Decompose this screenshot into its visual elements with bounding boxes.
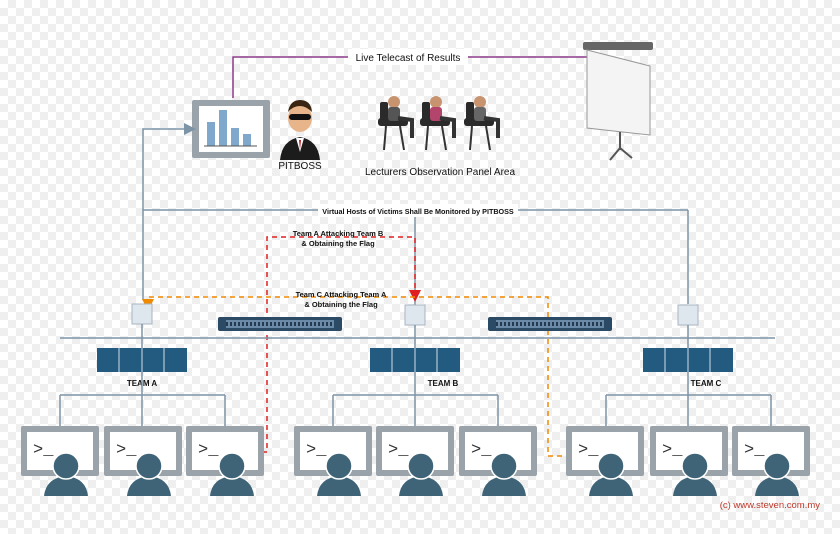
- lecturers-area-label: Lecturers Observation Panel Area: [365, 167, 516, 178]
- terminal-prompt: >_: [578, 441, 599, 460]
- workstation: >_: [186, 426, 264, 496]
- team-links: [59, 372, 772, 426]
- user-icon: [399, 452, 443, 496]
- pitboss-label: PITBOSS: [278, 161, 322, 172]
- host-box-icon: [404, 304, 426, 326]
- attack-ca-label-1: Team C Attacking Team A: [296, 290, 387, 299]
- terminal-prompt: >_: [471, 441, 492, 460]
- terminal-prompt: >_: [388, 441, 409, 460]
- terminal-prompt: >_: [33, 441, 54, 460]
- audience-icon: [378, 96, 500, 151]
- host-box-icon: [131, 303, 153, 325]
- hub-icon: [97, 348, 187, 372]
- user-icon: [210, 452, 254, 496]
- attack-path-c-to-a: [142, 296, 562, 457]
- team-b-label: TEAM B: [428, 379, 459, 388]
- projector-screen-icon: [583, 42, 653, 161]
- telecast-label-bg: [348, 49, 468, 65]
- workstation: >_: [732, 426, 810, 496]
- attack-ca-label-2: & Obtaining the Flag: [304, 300, 378, 309]
- hub-icon: [370, 348, 460, 372]
- workstation: >_: [566, 426, 644, 496]
- workstation: >_: [459, 426, 537, 496]
- user-icon: [589, 452, 633, 496]
- attack-path-a-to-b: [253, 236, 421, 453]
- network-switch-icon: [218, 317, 342, 331]
- host-box-icon: [677, 304, 699, 326]
- backbone-links: [60, 324, 775, 348]
- terminal-prompt: >_: [662, 441, 683, 460]
- workstation: >_: [376, 426, 454, 496]
- workstation: >_: [104, 426, 182, 496]
- terminal-prompt: >_: [306, 441, 327, 460]
- attack-ab-label-1: Team A Attacking Team B: [293, 229, 384, 238]
- user-icon: [44, 452, 88, 496]
- user-icon: [755, 452, 799, 496]
- user-icon: [317, 452, 361, 496]
- user-icon: [127, 452, 171, 496]
- telecast-link: [232, 56, 588, 98]
- virtual-hosts-label: Virtual Hosts of Victims Shall Be Monito…: [322, 207, 514, 216]
- terminal-prompt: >_: [116, 441, 137, 460]
- pitboss-agent-icon: [280, 100, 320, 160]
- attack-ab-label-2: & Obtaining the Flag: [301, 239, 375, 248]
- network-switch-icon: [488, 317, 612, 331]
- telecast-label: Live Telecast of Results: [356, 53, 461, 64]
- workstation: >_: [294, 426, 372, 496]
- terminal-prompt: >_: [198, 441, 219, 460]
- user-icon: [673, 452, 717, 496]
- workstation: >_: [650, 426, 728, 496]
- hub-icon: [643, 348, 733, 372]
- workstation: >_: [21, 426, 99, 496]
- team-c-label: TEAM C: [691, 379, 722, 388]
- monitor-chart-icon: [192, 100, 270, 158]
- virtual-hosts-label-bg: [318, 204, 518, 217]
- terminal-prompt: >_: [744, 441, 765, 460]
- user-icon: [482, 452, 526, 496]
- copyright-text: (c) www.steven.com.my: [720, 500, 821, 511]
